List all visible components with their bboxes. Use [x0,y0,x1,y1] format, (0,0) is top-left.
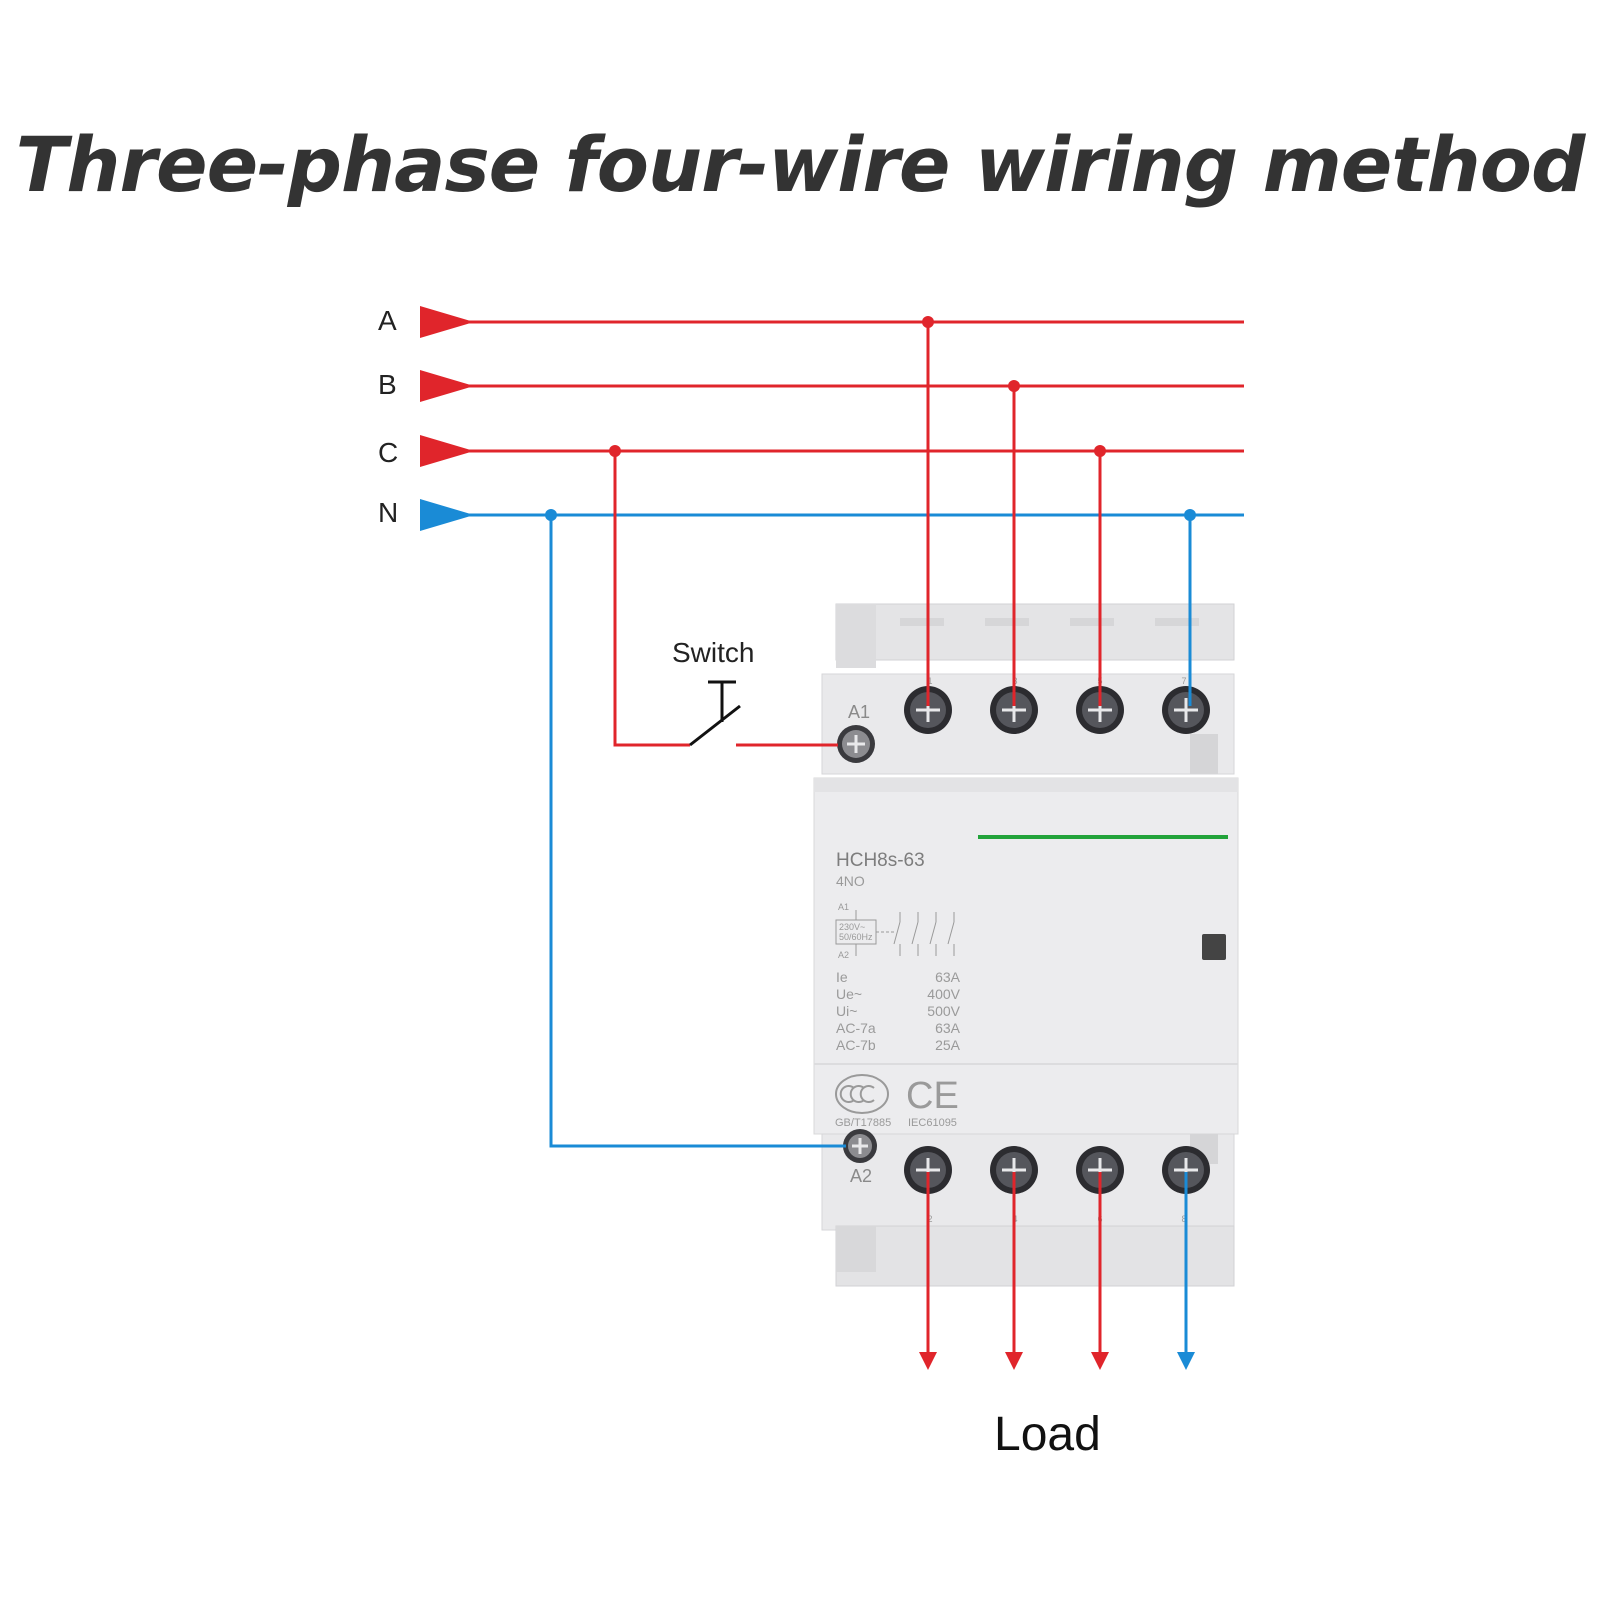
spec-value: 63A [935,969,961,985]
spec-name: AC-7b [836,1037,876,1053]
spec-name: Ue~ [836,986,862,1002]
device-type: 4NO [836,873,865,889]
device-schematic [835,910,955,956]
spec-name: AC-7a [836,1020,876,1036]
contactor-left-step [836,604,876,668]
terminal-label-a2: A2 [850,1166,872,1186]
bus-label-c: C [378,437,398,468]
screw-terminal-icon [990,1146,1038,1194]
screw-terminal-icon [1076,1146,1124,1194]
load-label: Load [994,1408,1101,1461]
contactor-top-cap [835,603,1235,661]
contactor-vent-slots [900,618,1199,626]
load-arrow-icon [919,1352,937,1370]
wire-n-to-a2 [549,515,846,1148]
coil-rating: 230V~ [839,922,865,932]
junction-dots [545,316,1196,521]
junction-dot [609,445,621,457]
coil-screw-a2-icon [843,1129,877,1163]
junction-dot [922,316,934,328]
contactor-device: HCH8s-63 4NO A1 A2 230V~ 50/60Hz Ie 63A … [813,603,1239,1287]
spec-value: 400V [927,986,960,1002]
junction-dot [545,509,557,521]
spec-value: 500V [927,1003,960,1019]
terminal-number: 1 [927,676,932,686]
switch-label: Switch [672,637,754,668]
device-model: HCH8s-63 [836,850,925,871]
ce-mark: CE [906,1075,959,1117]
bus-lines: A B C N [378,305,1244,531]
junction-dot [1094,445,1106,457]
screw-terminal-icon [904,686,952,734]
contactor-bottom-cap [835,1225,1235,1287]
cert-gb: GB/T17885 [835,1117,891,1129]
bus-label-b: B [378,369,397,400]
screw-terminal-icon [904,1146,952,1194]
contactor-body [813,777,1239,1135]
bus-label-n: N [378,497,398,528]
ccc-mark-icon [835,1074,889,1114]
terminal-number: 8 [1181,1214,1186,1224]
bus-label-a: A [378,305,397,336]
junction-dot [1184,509,1196,521]
load-arrow-icon [1177,1352,1195,1370]
spec-value: 63A [935,1020,961,1036]
terminal-number: 7 [1181,676,1186,686]
cert-iec: IEC61095 [908,1117,957,1129]
schematic-a2: A2 [838,950,849,960]
terminal-label-a1: A1 [848,702,870,722]
screw-terminal-icon [990,686,1038,734]
load-arrow-icon [1005,1352,1023,1370]
page-title: Three-phase four-wire wiring method [15,120,1586,209]
junction-dot [1008,380,1020,392]
screw-terminal-icon [1076,686,1124,734]
wire-c-to-switch [613,451,690,747]
spec-table: Ie 63A Ue~ 400V Ui~ 500V AC-7a 63A AC-7b… [836,969,961,1053]
coil-frequency: 50/60Hz [839,932,873,942]
load-arrow-icon [1091,1352,1109,1370]
switch-symbol-icon [689,680,741,747]
spec-name: Ui~ [836,1003,857,1019]
terminal-number: 2 [927,1214,932,1224]
schematic-a1: A1 [838,902,849,912]
spec-value: 25A [935,1037,961,1053]
wires [549,322,1192,1358]
coil-screw-a1-icon [837,725,875,763]
contactor-aux-slot [1202,934,1226,960]
screw-terminal-icon [1162,686,1210,734]
spec-name: Ie [836,969,848,985]
screw-terminal-icon [1162,1146,1210,1194]
load-arrows [919,1352,1195,1370]
